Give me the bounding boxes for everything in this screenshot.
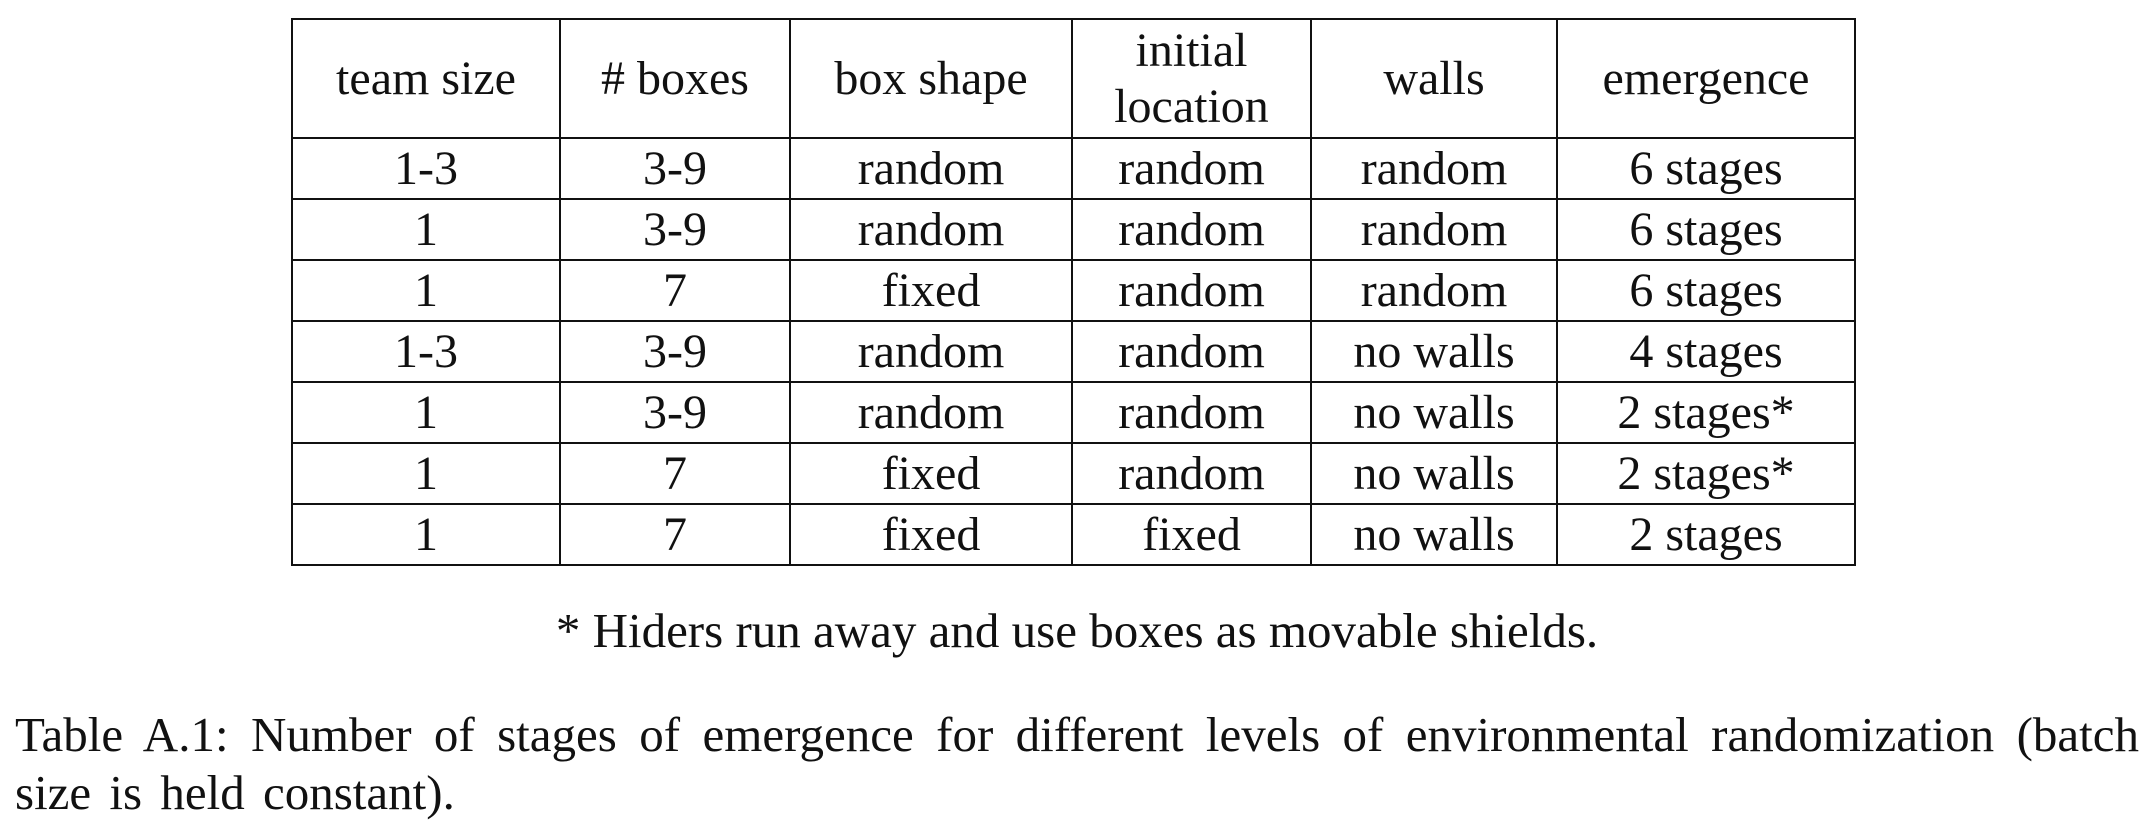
header-box-shape: box shape xyxy=(789,18,1073,139)
table-header: team size # boxes box shape initial loca… xyxy=(291,18,1856,139)
cell-team-size: 1-3 xyxy=(291,137,561,200)
cell-walls: no walls xyxy=(1310,381,1558,444)
cell-box-shape: fixed xyxy=(789,503,1073,566)
cell-emergence: 6 stages xyxy=(1556,259,1856,322)
results-table-container: team size # boxes box shape initial loca… xyxy=(291,18,1856,566)
cell-initial-location: random xyxy=(1071,198,1312,261)
table-row: 1 7 fixed random no walls 2 stages* xyxy=(291,442,1856,505)
table-row: 1-3 3-9 random random random 6 stages xyxy=(291,137,1856,200)
cell-initial-location: fixed xyxy=(1071,503,1312,566)
cell-walls: no walls xyxy=(1310,442,1558,505)
header-row: team size # boxes box shape initial loca… xyxy=(291,18,1856,139)
cell-emergence: 2 stages xyxy=(1556,503,1856,566)
table-body: 1-3 3-9 random random random 6 stages 1 … xyxy=(291,137,1856,566)
emergence-table: team size # boxes box shape initial loca… xyxy=(291,18,1856,566)
header-initial-location: initial location xyxy=(1071,18,1312,139)
cell-emergence: 6 stages xyxy=(1556,198,1856,261)
cell-initial-location: random xyxy=(1071,381,1312,444)
table-row: 1 7 fixed random random 6 stages xyxy=(291,259,1856,322)
cell-box-shape: random xyxy=(789,137,1073,200)
cell-box-shape: fixed xyxy=(789,259,1073,322)
cell-box-shape: random xyxy=(789,198,1073,261)
cell-emergence: 2 stages* xyxy=(1556,442,1856,505)
cell-initial-location: random xyxy=(1071,259,1312,322)
header-walls: walls xyxy=(1310,18,1558,139)
cell-emergence: 6 stages xyxy=(1556,137,1856,200)
header-team-size: team size xyxy=(291,18,561,139)
cell-num-boxes: 3-9 xyxy=(559,320,791,383)
cell-num-boxes: 7 xyxy=(559,503,791,566)
cell-initial-location: random xyxy=(1071,320,1312,383)
cell-num-boxes: 7 xyxy=(559,442,791,505)
cell-team-size: 1 xyxy=(291,381,561,444)
cell-emergence: 2 stages* xyxy=(1556,381,1856,444)
cell-num-boxes: 3-9 xyxy=(559,137,791,200)
table-row: 1 3-9 random random random 6 stages xyxy=(291,198,1856,261)
table-row: 1 3-9 random random no walls 2 stages* xyxy=(291,381,1856,444)
cell-box-shape: fixed xyxy=(789,442,1073,505)
header-emergence: emergence xyxy=(1556,18,1856,139)
cell-walls: no walls xyxy=(1310,503,1558,566)
cell-walls: no walls xyxy=(1310,320,1558,383)
table-row: 1-3 3-9 random random no walls 4 stages xyxy=(291,320,1856,383)
cell-initial-location: random xyxy=(1071,442,1312,505)
cell-box-shape: random xyxy=(789,381,1073,444)
cell-team-size: 1-3 xyxy=(291,320,561,383)
cell-num-boxes: 3-9 xyxy=(559,381,791,444)
cell-walls: random xyxy=(1310,198,1558,261)
cell-num-boxes: 3-9 xyxy=(559,198,791,261)
table-footnote: * Hiders run away and use boxes as movab… xyxy=(555,603,1599,658)
cell-num-boxes: 7 xyxy=(559,259,791,322)
cell-team-size: 1 xyxy=(291,198,561,261)
cell-emergence: 4 stages xyxy=(1556,320,1856,383)
table-caption: Table A.1: Number of stages of emergence… xyxy=(15,707,2139,820)
cell-walls: random xyxy=(1310,137,1558,200)
cell-walls: random xyxy=(1310,259,1558,322)
cell-team-size: 1 xyxy=(291,503,561,566)
cell-box-shape: random xyxy=(789,320,1073,383)
table-row: 1 7 fixed fixed no walls 2 stages xyxy=(291,503,1856,566)
cell-initial-location: random xyxy=(1071,137,1312,200)
cell-team-size: 1 xyxy=(291,259,561,322)
cell-team-size: 1 xyxy=(291,442,561,505)
header-num-boxes: # boxes xyxy=(559,18,791,139)
